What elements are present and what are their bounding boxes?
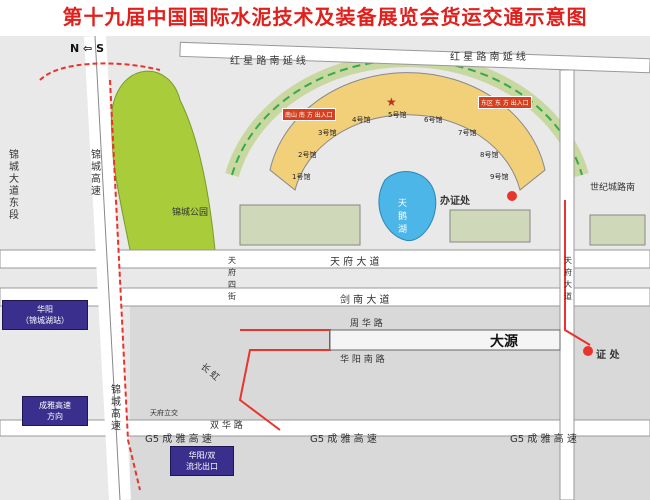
hall-2: 2号馆 bbox=[298, 151, 317, 159]
exit-chengya-direction: 成雅高速 方向 bbox=[22, 396, 88, 426]
north-label: N bbox=[70, 42, 80, 55]
hall-6: 6号馆 bbox=[424, 116, 443, 124]
road-label-hongxing-right: 红 星 路 南 延 线 bbox=[450, 52, 526, 63]
certificate-office-marker-2 bbox=[583, 346, 593, 356]
hall-4: 4号馆 bbox=[352, 116, 371, 124]
certificate-office-label: 办证处 bbox=[440, 196, 470, 207]
park-label: 锦城公园 bbox=[172, 208, 209, 218]
hall-5: 5号馆 bbox=[388, 111, 407, 119]
exit-huayang-station: 华阳 （锦城湖站） bbox=[2, 300, 88, 330]
swan-lake bbox=[378, 171, 437, 242]
red-route-north bbox=[39, 62, 161, 81]
hall-1: 1号馆 bbox=[292, 173, 311, 181]
road-label-huayang-south: 华 阳 南 路 bbox=[340, 355, 385, 365]
g5-road bbox=[0, 419, 650, 437]
tianfu-avenue-road bbox=[0, 249, 650, 269]
east-buildings bbox=[449, 209, 531, 243]
red-route-east bbox=[564, 200, 591, 346]
road-label-jincheng-highway: 锦 城 高 速 bbox=[91, 150, 101, 197]
exhibition-halls-arc bbox=[269, 72, 546, 191]
road-label-shuanghua: 双 华 路 bbox=[210, 421, 243, 431]
lake-label: 天 鹅 湖 bbox=[398, 199, 408, 235]
dayuan-block bbox=[329, 329, 561, 351]
red-route-west bbox=[109, 79, 141, 491]
road-label-zhouhua: 周 华 路 bbox=[350, 319, 383, 329]
road-label-g5-left: G5 成 雅 高 速 bbox=[145, 434, 212, 445]
red-route-south bbox=[238, 329, 331, 431]
hall-3: 3号馆 bbox=[318, 129, 337, 137]
road-label-highway-south: 锦 城 高 速 bbox=[111, 385, 121, 432]
compass: N ⇦ S bbox=[70, 42, 105, 55]
jincheng-park bbox=[110, 70, 216, 251]
road-label-tianfu-fourth: 天府四街 bbox=[228, 256, 236, 301]
far-east-buildings bbox=[589, 214, 646, 246]
east-road bbox=[559, 69, 575, 500]
road-label-g5-right: G5 成 雅 高 速 bbox=[510, 434, 577, 445]
entrance-sign-south: 南山 南 方 出入口 bbox=[282, 108, 336, 121]
hall-7: 7号馆 bbox=[458, 129, 477, 137]
road-label-shiji: 世纪城路南 bbox=[590, 183, 636, 193]
hall-8: 8号馆 bbox=[480, 151, 499, 159]
road-label-tianfu-vertical: 天府大道 bbox=[564, 256, 572, 301]
road-label-hongxing-top: 红 星 路 南 延 线 bbox=[230, 56, 306, 67]
certificate-office-label-2: 证 处 bbox=[596, 350, 620, 361]
certificate-office-marker bbox=[507, 191, 517, 201]
road-label-jiannan: 剑 南 大 道 bbox=[340, 295, 390, 306]
south-label: S bbox=[96, 42, 105, 55]
entrance-sign-east: 东区 东 方 出入口 bbox=[478, 96, 532, 109]
hall-9: 9号馆 bbox=[490, 173, 509, 181]
jiannan-avenue-road bbox=[0, 287, 650, 307]
exit-huayang-north: 华阳/双 流北出口 bbox=[170, 446, 234, 476]
page-title: 第十九届中国国际水泥技术及装备展览会货运交通示意图 bbox=[62, 5, 588, 29]
central-buildings bbox=[239, 204, 361, 246]
star-icon: ★ bbox=[386, 95, 397, 109]
road-label-g5-mid: G5 成 雅 高 速 bbox=[310, 434, 377, 445]
road-label-dayuan: 大源 bbox=[490, 334, 518, 350]
road-label-tianfu: 天 府 大 道 bbox=[330, 257, 380, 268]
road-label-jincheng-east: 锦城大道东段 bbox=[9, 150, 19, 221]
road-label-tianfu-bridge: 天府立交 bbox=[150, 409, 178, 417]
